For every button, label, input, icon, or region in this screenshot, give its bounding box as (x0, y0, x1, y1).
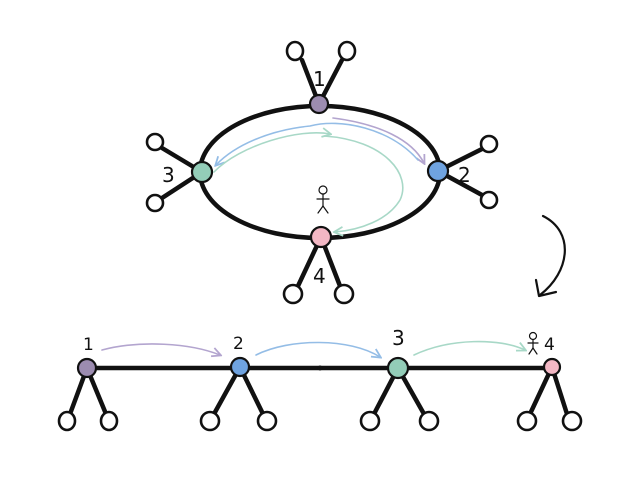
person-icon (527, 331, 539, 355)
line-node-1-label: 1 (83, 335, 94, 355)
ring-node-2-leaves (435, 134, 499, 210)
line-node-3 (386, 356, 410, 380)
ring-arrow-1-to-2 (332, 117, 424, 163)
ring-arrow-3-to-4 (213, 133, 330, 173)
line-arrow-3-to-4 (413, 340, 525, 356)
ring-node-1 (308, 93, 330, 115)
ring-node-3-label: 3 (162, 163, 175, 187)
ring-arrow-2-to-3 (216, 122, 419, 165)
line-node-1 (76, 357, 98, 379)
curved-down-arrow-icon (534, 214, 566, 298)
line-node-4-label: 4 (544, 335, 555, 355)
ring-topology: 1 2 3 4 (145, 40, 499, 305)
line-midpoint (317, 365, 323, 371)
line-arrow-2-to-3 (255, 341, 380, 357)
ring-edge (197, 103, 443, 241)
ring-node-2-label: 2 (458, 163, 471, 187)
ring-node-1-label: 1 (313, 67, 326, 91)
line-node-4 (542, 357, 562, 377)
ring-arrow-3-to-4-return (323, 135, 404, 232)
person-icon (316, 185, 330, 214)
line-node-2-label: 2 (233, 334, 244, 354)
ring-node-4-label: 4 (313, 264, 326, 288)
line-node-3-label: 3 (392, 326, 405, 350)
line-node-2 (229, 356, 251, 378)
line-topology: 1 2 3 4 (57, 326, 583, 432)
ring-node-3 (190, 160, 214, 184)
ring-node-4 (309, 225, 333, 249)
ring-node-2 (426, 159, 450, 183)
line-arrow-1-to-2 (101, 343, 220, 355)
line-node-4-leaves (516, 364, 583, 432)
